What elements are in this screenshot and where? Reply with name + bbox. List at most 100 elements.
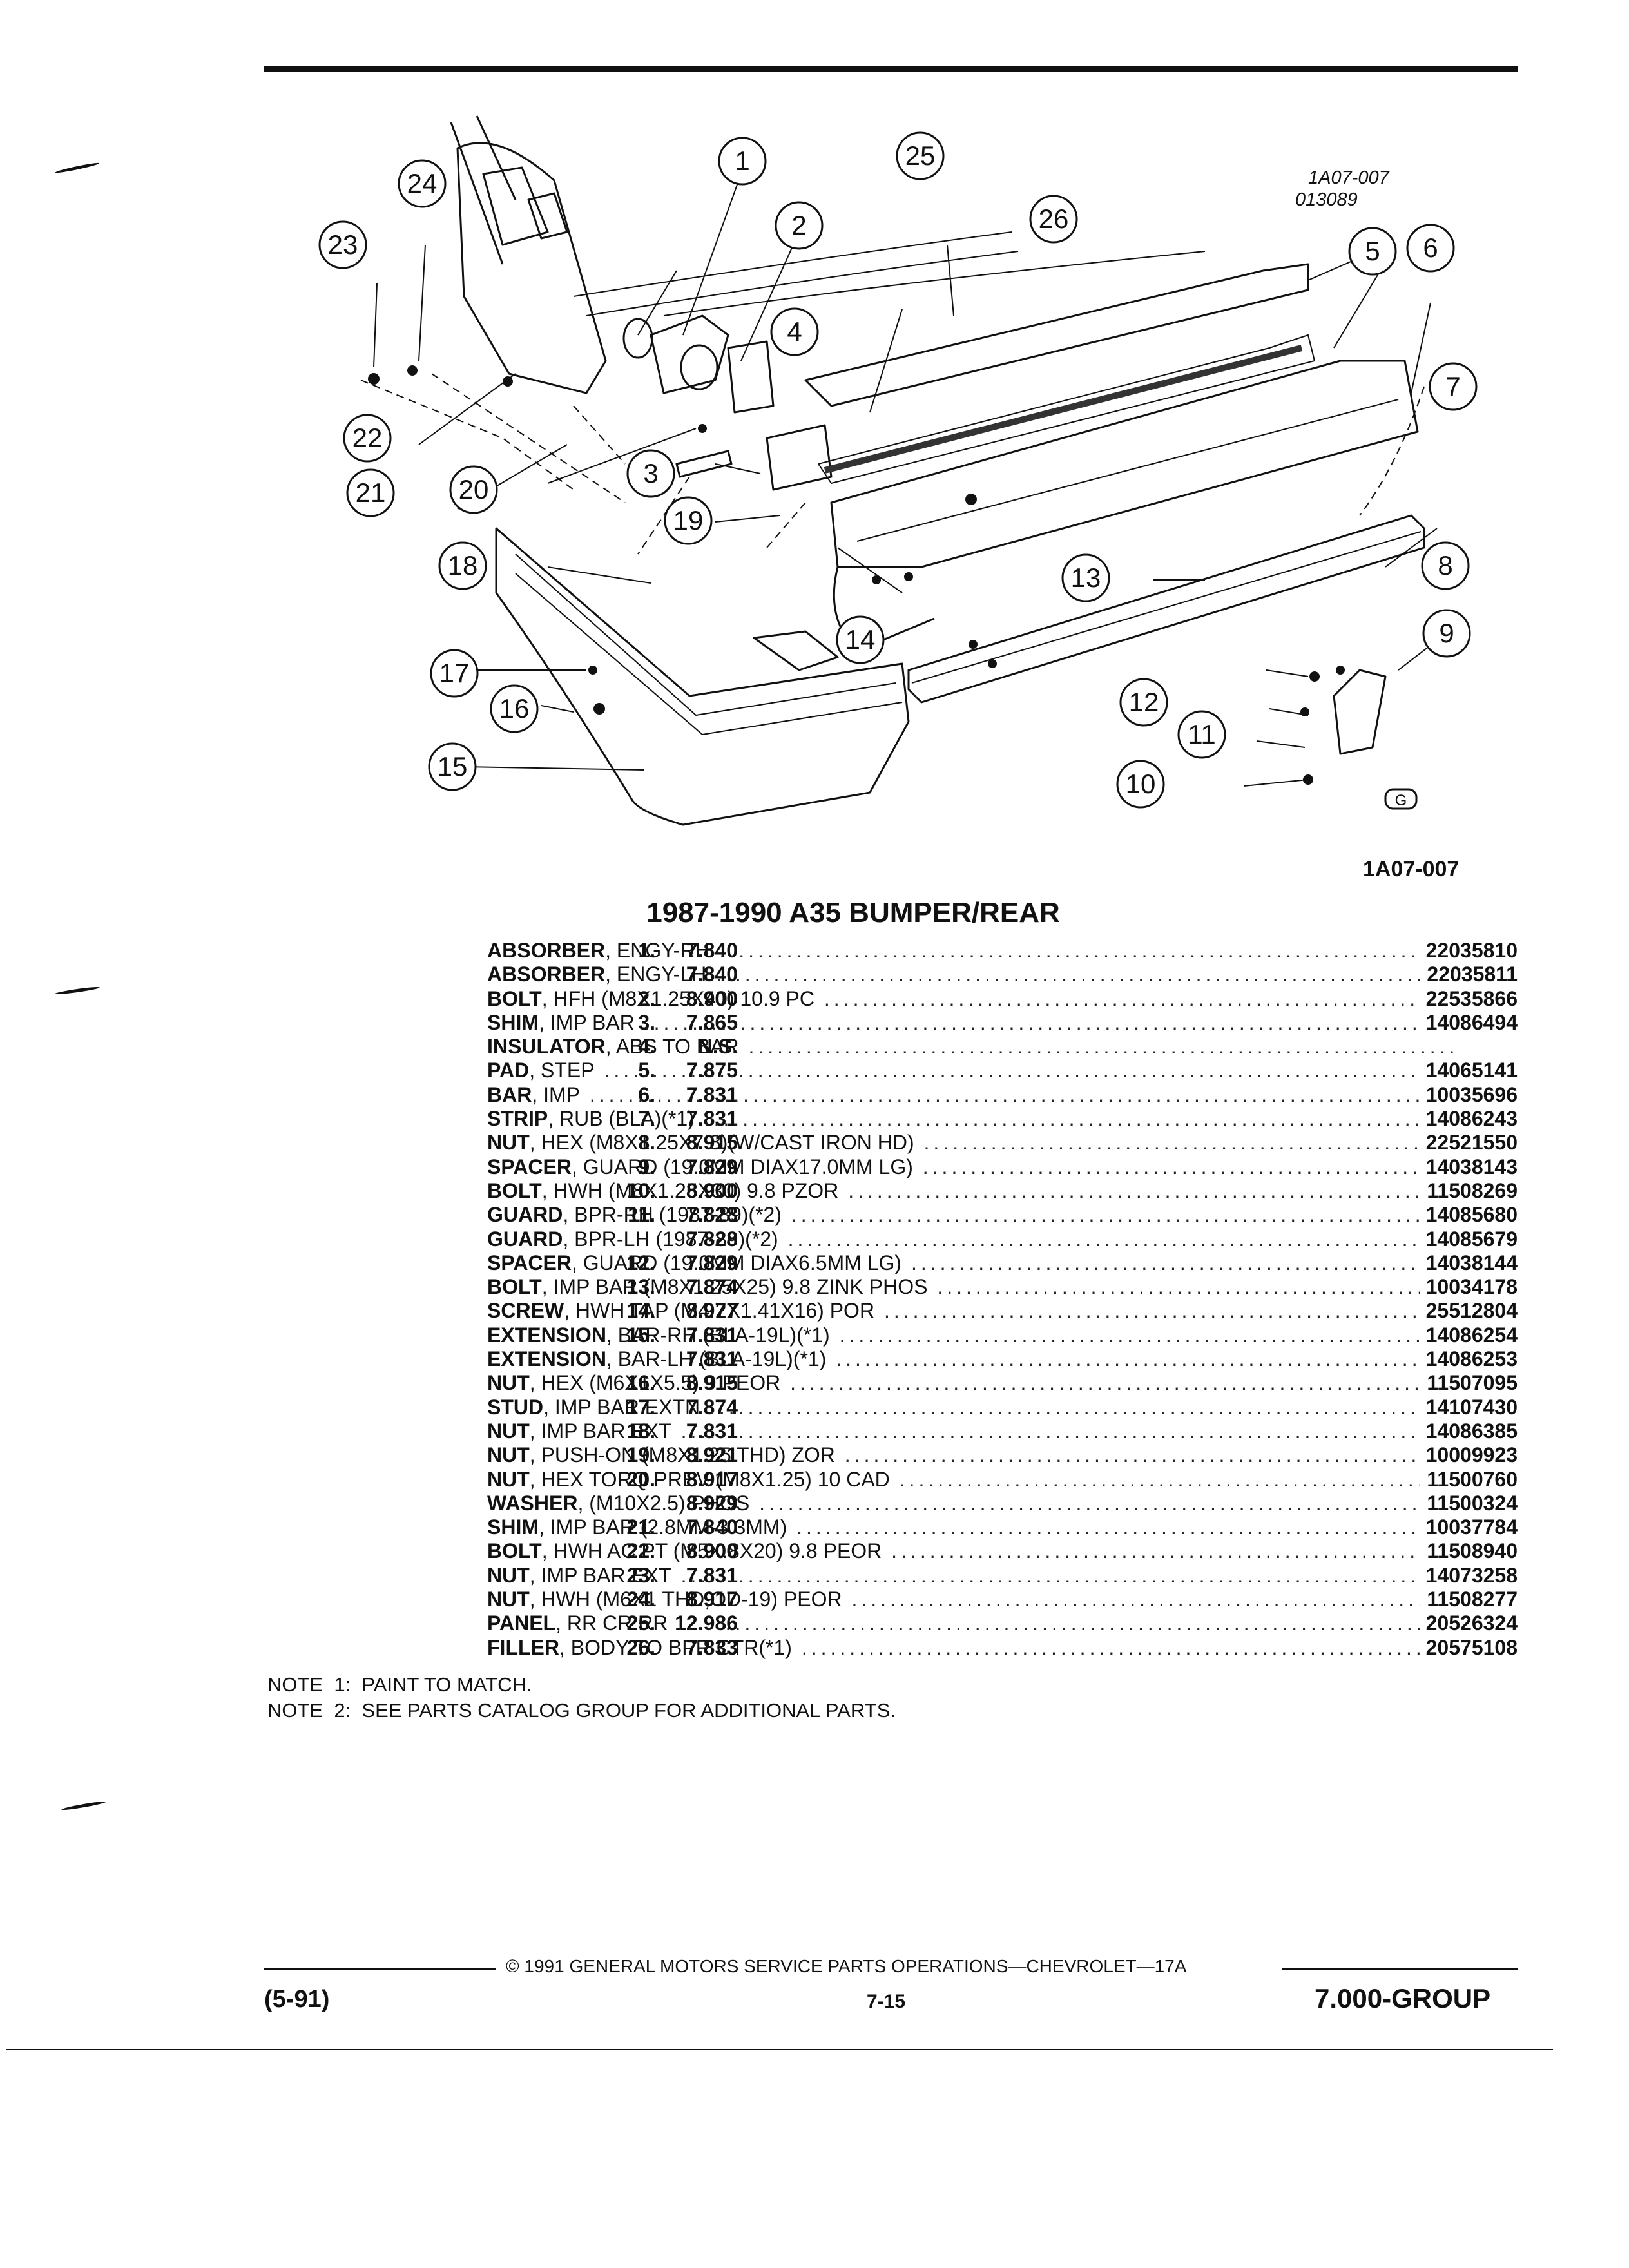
part-spec: , IMP BAR EXT (529, 1419, 671, 1443)
part-group-code: 7.828 (686, 1227, 738, 1251)
part-spec: , BODY TO BPR CTR(*1) (559, 1635, 792, 1659)
leader-dots: ........................................… (709, 1395, 1454, 1419)
svg-text:22: 22 (352, 423, 383, 453)
part-number: 14085680 (1419, 1203, 1518, 1227)
part-group-code: 7.831 (686, 1082, 738, 1106)
svg-text:2: 2 (791, 210, 806, 240)
part-number: 22035810 (1419, 939, 1518, 963)
group-number: 7.000-GROUP (1315, 1983, 1491, 2013)
part-spec: , GUARD (19.0MM DIAX17.0MM LG) (571, 1155, 913, 1178)
svg-text:8: 8 (1438, 550, 1452, 581)
part-item-number: 18. (626, 1419, 655, 1443)
callout-26: 26 (1029, 195, 1078, 244)
part-group-code: 8.915 (686, 1131, 738, 1155)
part-spec: , BPR-RH (1987-89)(*2) (563, 1203, 782, 1227)
part-description: EXTENSION, BAR-LH (BLA-19L)(*1) ........… (487, 1347, 1454, 1371)
part-description: SCREW, HWH TAP (M4.2X1.41X16) POR ......… (487, 1299, 1454, 1323)
part-group-code: 8.917 (686, 1467, 738, 1491)
leader-dots: ........................................… (801, 1635, 1454, 1659)
part-name: ABSORBER (487, 939, 606, 962)
part-spec: , RR CR RR (555, 1611, 668, 1635)
part-item-number: 1. (638, 939, 655, 962)
gm-logo-mark: G (1384, 788, 1418, 810)
part-spec: , IMP BAR (2.8MM-3.3MM) (539, 1515, 787, 1539)
part-name: SCREW (487, 1299, 564, 1323)
part-name: GUARD (487, 1227, 563, 1251)
part-number: 22035811 (1420, 963, 1518, 987)
part-description: PAD, STEP ..............................… (487, 1059, 1454, 1082)
leader-dots: ........................................… (891, 1539, 1454, 1563)
part-number: 10034178 (1419, 1275, 1518, 1300)
part-name: WASHER (487, 1491, 578, 1515)
part-number: 14086253 (1419, 1347, 1518, 1372)
margin-mark (54, 986, 101, 995)
svg-text:23: 23 (328, 229, 358, 260)
part-description: NUT, HWH (M6X1 THD,OD-19) PEOR .........… (487, 1588, 1454, 1611)
part-spec: , ABS TO BAR (605, 1035, 739, 1059)
part-item-number: 8. (638, 1131, 655, 1155)
part-name: PANEL (487, 1611, 556, 1635)
callout-12: 12 (1119, 678, 1168, 727)
leader-dots: ........................................… (791, 1203, 1454, 1227)
part-name: PAD (487, 1059, 530, 1082)
part-item-number: 16. (626, 1371, 655, 1395)
part-name: ABSORBER (487, 963, 606, 986)
part-item-number: 7. (638, 1107, 655, 1131)
part-description: GUARD, BPR-LH (1987-89)(*2) ............… (487, 1227, 1454, 1251)
part-spec: , HFH (M8X1.25X40) 10.9 PC (541, 986, 815, 1010)
part-group-code: 7.874 (686, 1395, 738, 1419)
part-name: STUD (487, 1395, 544, 1419)
part-spec: , IMP BAR EXT (529, 1563, 671, 1587)
part-name: NUT (487, 1443, 530, 1467)
figure-code: 1A07-007 (1363, 857, 1460, 881)
svg-text:19: 19 (673, 505, 704, 535)
callout-15: 15 (428, 742, 477, 791)
leader-dots: ........................................… (796, 1515, 1454, 1539)
part-number: 14085679 (1419, 1227, 1518, 1251)
callout-24: 24 (398, 159, 447, 208)
part-description: WASHER, (M10X2.5) PHOS .................… (487, 1492, 1454, 1515)
part-number: 14086254 (1419, 1323, 1518, 1347)
part-number: 14086494 (1419, 1010, 1518, 1035)
part-number: 11508277 (1420, 1588, 1518, 1612)
part-group-code: 7.831 (686, 1107, 738, 1131)
part-group-code: 8.915 (686, 1371, 738, 1395)
part-item-number: 20. (626, 1467, 655, 1491)
part-description: SHIM, IMP BAR ..........................… (487, 1011, 1454, 1035)
part-description: BOLT, IMP BAR (M8X1.25X25) 9.8 ZINK PHOS… (487, 1275, 1454, 1299)
svg-text:6: 6 (1423, 233, 1438, 263)
svg-text:16: 16 (499, 693, 530, 724)
part-spec: , RUB (BLA)(*1) (548, 1107, 695, 1131)
leader-dots: ........................................… (839, 1323, 1454, 1347)
part-spec: , HEX (M6X1X5.5) 9 PEOR (529, 1371, 781, 1395)
part-group-code: 7.840 (686, 963, 738, 986)
part-group-code: 7.840 (686, 1515, 738, 1539)
part-number: 11508269 (1420, 1178, 1518, 1203)
illustration-date-code: 013089 (1295, 189, 1358, 210)
part-description: BAR, IMP ...............................… (487, 1083, 1454, 1107)
part-name: NUT (487, 1588, 530, 1611)
part-number: 25512804 (1419, 1299, 1518, 1323)
part-group-code: 8.917 (686, 1588, 738, 1611)
part-group-code: 7.828 (686, 1203, 738, 1227)
callout-13: 13 (1061, 553, 1110, 602)
part-number: 14038144 (1419, 1251, 1518, 1275)
part-description: FILLER, BODY TO BPR CTR(*1) ............… (487, 1636, 1454, 1660)
part-item-number: 5. (638, 1059, 655, 1082)
svg-text:21: 21 (356, 477, 386, 508)
part-name: EXTENSION (487, 1347, 606, 1371)
part-spec: , IMP BAR (M8X1.25X25) 9.8 ZINK PHOS (541, 1275, 928, 1299)
